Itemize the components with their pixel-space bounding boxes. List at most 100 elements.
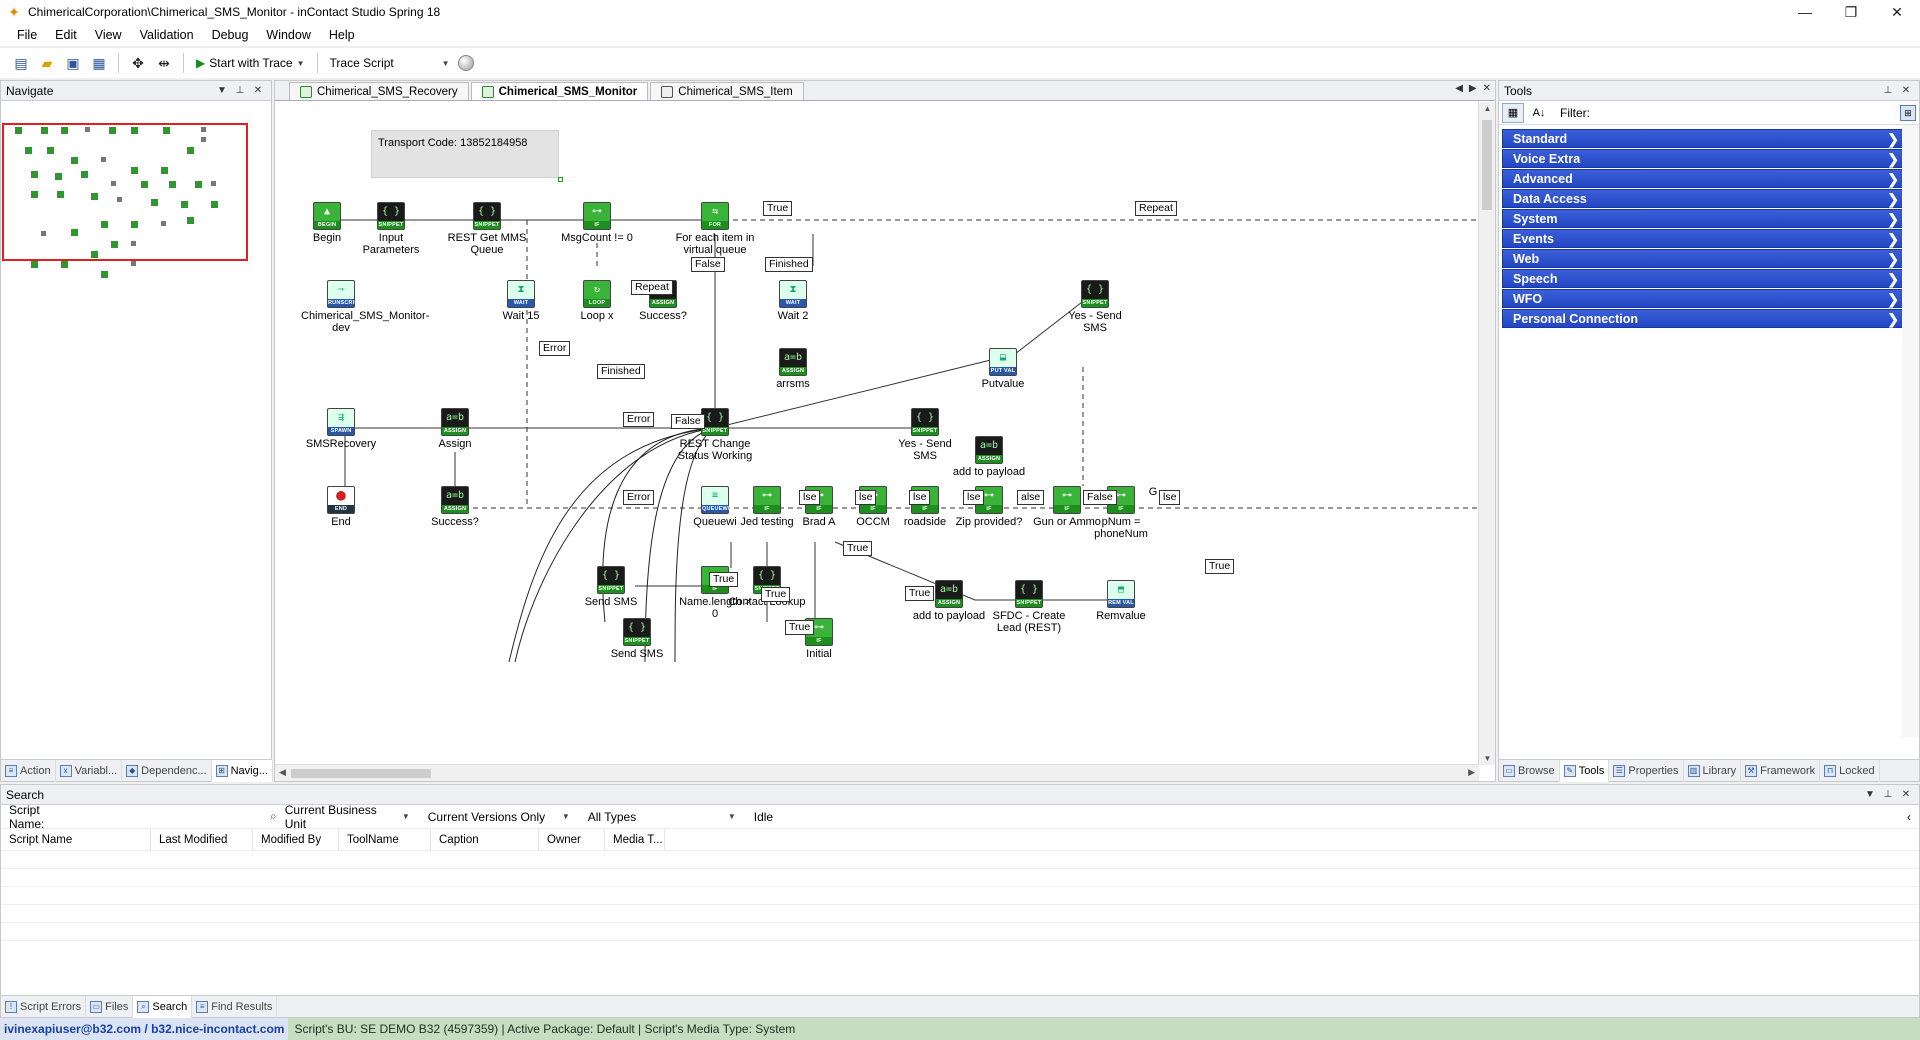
tool-category[interactable]: Events❯ [1502, 229, 1906, 248]
branch-label[interactable]: lse [909, 490, 931, 505]
tab-properties[interactable]: ☰Properties [1609, 759, 1684, 782]
navigate-viewport[interactable] [2, 123, 248, 261]
filter-options-icon[interactable]: ⊞ [1900, 104, 1916, 121]
flow-node[interactable]: G [1113, 486, 1193, 498]
pin-icon[interactable]: ⊥ [1883, 85, 1893, 96]
trace-script-dropdown[interactable]: Trace Script ▼ [326, 56, 454, 70]
save-all-icon[interactable]: ▦ [92, 54, 106, 71]
new-script-icon[interactable]: ▤ [14, 54, 28, 71]
branch-label[interactable]: Repeat [1135, 201, 1177, 216]
tool-category[interactable]: Web❯ [1502, 249, 1906, 268]
tools-scrollbar[interactable] [1902, 125, 1919, 737]
resize-handle[interactable] [558, 177, 563, 182]
filter-input[interactable] [1594, 103, 1724, 122]
tool-category[interactable]: Voice Extra❯ [1502, 149, 1906, 168]
close-button[interactable]: ✕ [1891, 3, 1903, 20]
branch-label[interactable]: lse [963, 490, 985, 505]
tool-category[interactable]: Speech❯ [1502, 269, 1906, 288]
branch-label[interactable]: True [761, 587, 791, 602]
minimize-button[interactable]: — [1798, 4, 1812, 20]
branch-label[interactable]: Finished [765, 257, 813, 272]
search-icon[interactable]: ⌕ [270, 809, 277, 823]
branch-label[interactable]: True [709, 572, 739, 587]
scroll-up-icon[interactable]: ▲ [1483, 104, 1492, 113]
tab-search[interactable]: ⌕Search [133, 995, 193, 1018]
scroll-down-icon[interactable]: ▼ [1483, 754, 1492, 763]
sort-alpha-icon[interactable]: A↓ [1532, 106, 1546, 119]
tab-script-errors[interactable]: !Script Errors [1, 995, 87, 1018]
branch-label[interactable]: True [905, 586, 935, 601]
close-icon[interactable]: ✕ [1901, 85, 1911, 96]
transport-code-note[interactable]: Transport Code: 13852184958 [371, 130, 559, 178]
tab-browse[interactable]: ▭Browse [1499, 759, 1560, 782]
tool-category[interactable]: Advanced❯ [1502, 169, 1906, 188]
branch-label[interactable]: lse [1159, 490, 1181, 505]
chevron-down-icon[interactable]: ▼ [296, 58, 305, 68]
column-header[interactable]: Caption [431, 828, 539, 851]
record-icon[interactable] [457, 55, 474, 71]
tab-tools[interactable]: ✎Tools [1559, 759, 1610, 782]
close-icon[interactable]: ✕ [253, 85, 263, 96]
scroll-right-icon[interactable]: ▶ [1468, 767, 1475, 777]
scroll-thumb[interactable] [291, 769, 431, 778]
branch-label[interactable]: Repeat [631, 280, 673, 295]
menu-window[interactable]: Window [266, 28, 311, 42]
pin-icon[interactable]: ⊥ [235, 85, 245, 96]
start-with-trace-button[interactable]: ▶ Start with Trace ▼ [192, 56, 309, 70]
pin-icon[interactable]: ⊥ [1883, 789, 1893, 800]
tab-library[interactable]: ▥Library [1684, 759, 1742, 782]
branch-label[interactable]: True [763, 201, 793, 216]
close-icon[interactable]: ✕ [1901, 789, 1911, 800]
menu-file[interactable]: File [17, 28, 38, 42]
vertical-scrollbar[interactable]: ▲ ▼ [1478, 102, 1495, 765]
tool-category[interactable]: WFO❯ [1502, 289, 1906, 308]
column-header[interactable]: Modified By [253, 828, 339, 851]
tool-category[interactable]: Personal Connection❯ [1502, 309, 1906, 328]
branch-label[interactable]: Error [623, 490, 655, 505]
dropdown-icon[interactable]: ▼ [217, 85, 227, 96]
close-icon[interactable]: ✕ [1482, 83, 1491, 94]
branch-label[interactable]: True [843, 541, 873, 556]
branch-label[interactable]: Error [623, 412, 655, 427]
scroll-thumb[interactable] [1482, 120, 1492, 210]
branch-label[interactable]: True [785, 620, 815, 635]
branch-label[interactable]: lse [855, 490, 877, 505]
menu-view[interactable]: View [94, 28, 122, 42]
tab-sms-monitor[interactable]: Chimerical_SMS_Monitor [470, 82, 649, 100]
tool-category[interactable]: System❯ [1502, 209, 1906, 228]
scroll-right-icon[interactable]: ▶ [1468, 83, 1477, 94]
branch-label[interactable]: Finished [597, 364, 645, 379]
open-folder-icon[interactable]: ▰ [41, 54, 53, 71]
branch-label[interactable]: Error [539, 341, 571, 356]
restore-button[interactable]: ❐ [1844, 3, 1858, 20]
tab-find-results[interactable]: ≡Find Results [192, 995, 278, 1018]
arrange-icon[interactable]: ⇹ [158, 54, 170, 71]
tab-navigate[interactable]: ⊞Navig... [211, 759, 273, 782]
branch-label[interactable]: lse [799, 490, 821, 505]
menu-edit[interactable]: Edit [55, 28, 77, 42]
collapse-icon[interactable]: ‹ [1907, 809, 1911, 824]
tool-category[interactable]: Standard❯ [1502, 129, 1906, 148]
versions-dropdown[interactable]: Current Versions Only▼ [428, 810, 580, 824]
